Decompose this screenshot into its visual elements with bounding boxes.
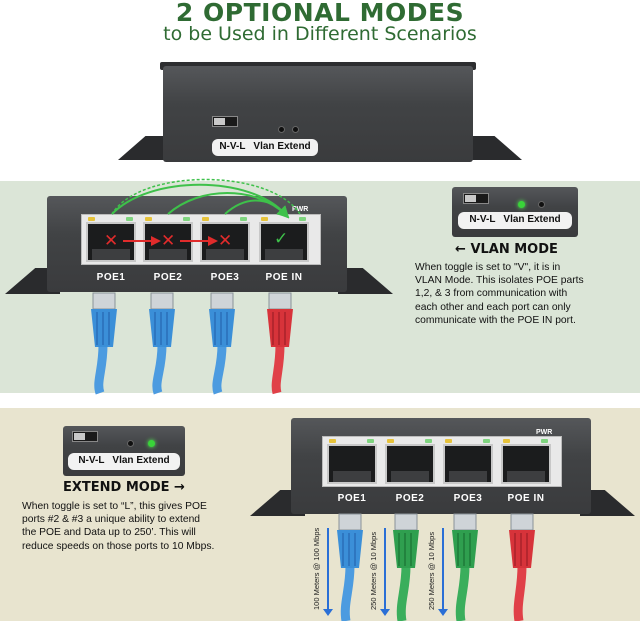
port-label-poe3: POE3 [453,493,483,504]
port-label-poe1: POE1 [337,493,367,504]
poe3-port [443,444,493,484]
toggle-label-right: Vlan Extend [112,455,170,466]
toggle-label-right: Vlan Extend [503,214,561,225]
page-subtitle: to be Used in Different Scenarios [163,23,477,45]
pwr-label: PWR [292,206,309,213]
blocked-x-icon: ✕ [104,231,119,251]
toggle-label: N-V-L Vlan Extend [68,453,180,470]
page-title: 2 OPTIONAL MODES [175,0,465,27]
vlan-mode-heading-text: VLAN MODE [470,242,558,257]
port-led [445,439,452,443]
cable-red [509,513,535,621]
blocked-x-icon: ✕ [218,231,233,251]
cable-green-2 [452,513,478,621]
toggle-label-right: Vlan Extend [253,141,311,152]
port-led [387,439,394,443]
vlan-mode-description: When toggle is set to "V", it is in VLAN… [415,261,637,327]
cable-red [267,292,293,395]
status-led [148,440,155,447]
arc-poe1-to-in [111,183,290,219]
port-label-poe2: POE2 [153,272,183,283]
indicator-hole [292,126,299,133]
port-led [541,439,548,443]
mode-toggle-switch[interactable] [212,116,238,127]
port-label-poe-in: POE IN [507,493,545,504]
port-led [367,439,374,443]
port-led [503,439,510,443]
extend-mode-heading-text: EXTEND MODE [63,480,170,495]
toggle-label-left: N-V-L [469,214,496,225]
mode-toggle-switch[interactable] [72,431,98,442]
right-arrow-icon: → [174,480,185,495]
vlan-mode-heading: ← VLAN MODE [455,242,558,257]
port-led [329,439,336,443]
distance-label-poe2: 250 Meters @ 10 Mbps [369,531,378,610]
distance-arrow [380,528,390,616]
port-led [240,217,247,221]
description-line: the POE and Data up to 250’. This will [22,527,196,539]
port-led [202,217,209,221]
toggle-label: N-V-L Vlan Extend [212,139,318,156]
description-line: communicate with the POE IN port. [415,314,576,326]
description-line: When toggle is set to “L”, this gives PO… [22,501,207,512]
cable-blue-3 [209,292,235,395]
description-line: 1,2, & 3 from communication with [415,288,568,300]
indicator-hole [278,126,285,133]
indicator-hole [127,440,134,447]
port-led [145,217,152,221]
port-led [126,217,133,221]
distance-label-poe1: 100 Meters @ 100 Mbps [312,527,321,610]
cable-green-1 [393,513,419,621]
mode-toggle-switch[interactable] [463,193,489,204]
status-led [518,201,525,208]
toggle-label-left: N-V-L [219,141,246,152]
blocked-x-icon: ✕ [161,231,176,251]
distance-label-poe3: 250 Meters @ 10 Mbps [427,531,436,610]
poe-in-port [259,222,309,262]
distance-arrow [323,528,333,616]
port-label-poe3: POE3 [210,272,240,283]
toggle-label-left: N-V-L [78,455,105,466]
description-line: When toggle is set to "V", it is in [415,262,561,273]
cable-blue [337,513,363,621]
poe1-port [327,444,377,484]
poe2-port [385,444,435,484]
description-line: reduce speeds on those ports to 10 Mbps. [22,540,215,552]
port-led [88,217,95,221]
port-led [183,217,190,221]
toggle-label: N-V-L Vlan Extend [458,212,572,229]
cable-blue-1 [91,292,117,395]
distance-arrow [438,528,448,616]
port-led [425,439,432,443]
pwr-label: PWR [536,429,553,436]
port-label-poe-in: POE IN [265,272,303,283]
poe-in-port [501,444,551,484]
description-line: ports #2 & #3 a unique ability to extend [22,514,201,526]
indicator-hole [538,201,545,208]
port-label-poe1: POE1 [96,272,126,283]
port-led [261,217,268,221]
extend-mode-heading: EXTEND MODE → [63,480,185,495]
left-arrow-icon: ← [455,242,466,257]
description-line: each other and each port can only [415,301,571,313]
allowed-check-icon: ✓ [274,229,289,249]
port-label-poe2: POE2 [395,493,425,504]
port-led [483,439,490,443]
description-line: VLAN Mode. This isolates POE parts [415,275,584,287]
port-led [299,217,306,221]
extend-mode-description: When toggle is set to “L”, this gives PO… [22,500,250,553]
arc-in-back [111,178,301,215]
arc-poe3-to-in [224,199,290,219]
cable-blue-2 [149,292,175,395]
